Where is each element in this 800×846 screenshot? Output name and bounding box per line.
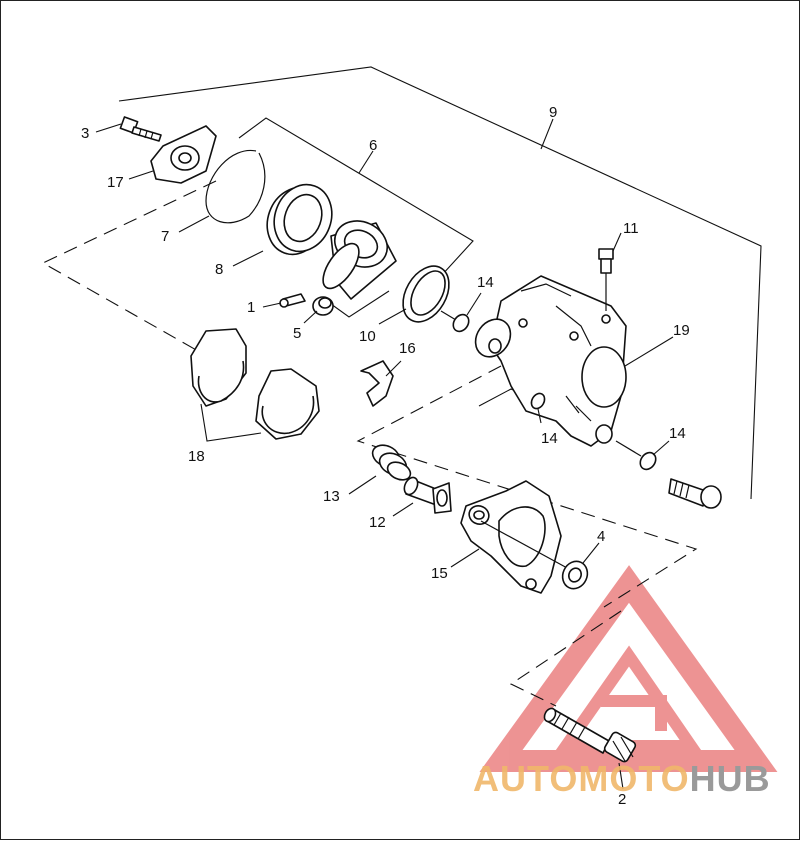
leader-8 [232, 250, 264, 267]
leader-12 [392, 502, 414, 517]
callout-5: 5 [293, 325, 301, 342]
slide-pin-right [668, 478, 722, 509]
callout-12: 12 [369, 514, 386, 531]
part-14-oring-b [530, 392, 546, 410]
leader-11 [612, 232, 622, 252]
leader-9 [540, 118, 554, 150]
callout-14a: 14 [477, 274, 494, 291]
leader-10 [378, 308, 407, 325]
part-14-oring-c [639, 451, 657, 471]
part-14-oring-a [452, 313, 470, 333]
part-19-caliper-body [474, 275, 627, 447]
part-1-pin [279, 293, 306, 308]
callout-14c: 14 [669, 425, 686, 442]
watermark-text-hub: HUB [690, 758, 771, 799]
part-17-plate [150, 125, 217, 184]
leader-14c [652, 440, 670, 456]
part-3-bolt [119, 116, 162, 142]
part-16-spring-clip [360, 360, 394, 407]
leader-6 [358, 150, 374, 174]
callout-8: 8 [215, 261, 223, 278]
part-11-bleeder [598, 248, 614, 311]
callout-13: 13 [323, 488, 340, 505]
callout-6: 6 [369, 137, 377, 154]
callout-16: 16 [399, 340, 416, 357]
axis-line-bracket [480, 520, 570, 570]
bracket-6 [238, 117, 474, 277]
part-6-piston [322, 220, 397, 300]
callout-19: 19 [673, 322, 690, 339]
leader-1 [262, 302, 282, 308]
leader-14b [537, 408, 542, 424]
leader-13 [348, 475, 377, 495]
callout-18: 18 [188, 448, 205, 465]
dash-line-pads [41, 180, 217, 352]
part-7-ring [205, 149, 266, 224]
part-13-spring [371, 444, 412, 481]
leader-18 [200, 403, 262, 442]
callout-2: 2 [618, 791, 626, 808]
callout-3: 3 [81, 125, 89, 142]
part-12-sleeve [403, 476, 452, 514]
callout-11: 11 [623, 220, 639, 237]
part-2-bolt [543, 707, 637, 763]
part-4-washer [561, 560, 589, 590]
leader-2 [618, 762, 624, 790]
watermark-text: AUTOMOTOHUB [473, 758, 771, 799]
callout-15: 15 [431, 565, 448, 582]
leader-5 [303, 310, 318, 324]
leader-16 [385, 360, 402, 377]
part-5-bushing [312, 296, 334, 316]
bracket-9 [118, 66, 762, 500]
callout-14b: 14 [541, 430, 558, 447]
dash-line-bolt [509, 610, 622, 707]
leader-15 [450, 548, 480, 568]
watermark-text-automoto: AUTOMOTO [473, 758, 690, 799]
watermark-logo [479, 565, 778, 772]
leader-14a [466, 292, 482, 316]
axis-line-pin-right [615, 440, 642, 457]
leader-19 [624, 336, 674, 367]
callout-4: 4 [597, 528, 605, 545]
callout-17: 17 [107, 174, 124, 191]
callout-1: 1 [247, 299, 255, 316]
leader-7 [178, 215, 210, 233]
part-8-seal [266, 183, 333, 256]
leader-3 [95, 123, 122, 133]
part-18-brake-pads [190, 328, 320, 440]
bracket-6-lower [330, 290, 390, 318]
leader-17 [128, 170, 154, 180]
leader-4 [582, 542, 600, 564]
callout-9: 9 [549, 104, 557, 121]
part-10-seal-ring [402, 265, 450, 323]
callout-10: 10 [359, 328, 376, 345]
callout-7: 7 [161, 228, 169, 245]
